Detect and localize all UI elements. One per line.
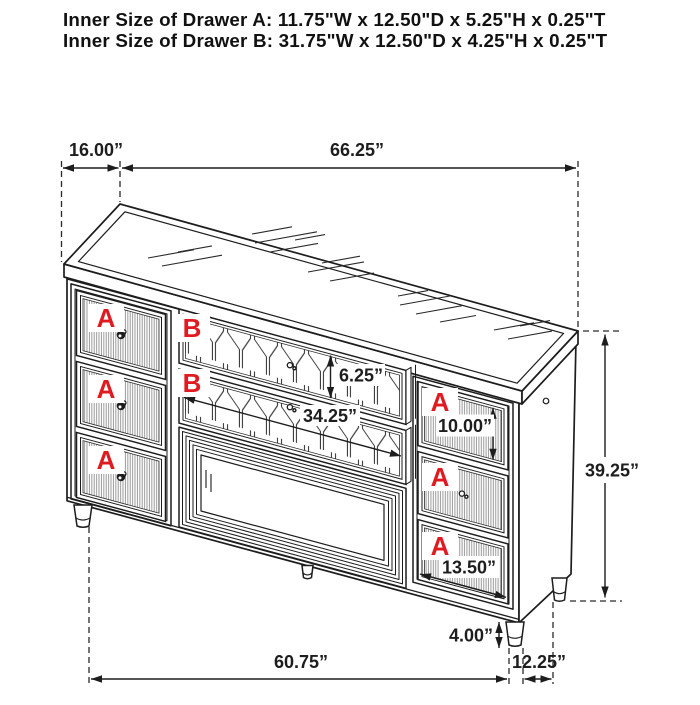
top-face <box>63 203 579 392</box>
center-leg <box>301 564 314 580</box>
dim-b-width-box <box>300 405 360 426</box>
dim-total-height: 39.25” <box>585 461 639 481</box>
label-b-1: B <box>183 313 202 343</box>
label-a-left-3-box <box>88 446 124 474</box>
label-a-left-3: A <box>97 445 116 475</box>
drawer-knob-pair <box>286 403 297 413</box>
label-a-left-2: A <box>97 374 116 404</box>
header-drawer-a-size: Inner Size of Drawer A: 11.75"W x 12.50"… <box>63 9 606 30</box>
label-a-right-1-box <box>422 388 458 416</box>
dimension-annotations: 16.00” 66.25” 39.25” 6.25” 34.25” 10.00”… <box>60 140 644 684</box>
label-b-2: B <box>183 368 202 398</box>
dim-r3-width-box <box>439 556 499 578</box>
dim-b-height: 6.25” <box>339 366 383 386</box>
drawer-knob-pair <box>458 490 469 499</box>
drawer-letter-labels: A A A B B A A A <box>88 303 458 561</box>
dim-top-width: 66.25” <box>330 140 384 160</box>
dim-base-width: 60.75” <box>274 652 328 672</box>
top-face-inner-border <box>77 211 565 384</box>
right-column-frame <box>412 375 514 610</box>
center-panel <box>200 454 385 562</box>
label-b-1-box <box>174 314 210 342</box>
dim-leg-depth: 12.25” <box>512 652 566 672</box>
center-frame <box>178 426 407 590</box>
front-left-leg <box>73 504 93 528</box>
label-b-2-box <box>174 369 210 397</box>
label-a-right-2-box <box>422 463 458 491</box>
label-a-right-1: A <box>431 387 450 417</box>
label-a-right-3: A <box>431 531 450 561</box>
dim-total-height-box <box>580 457 644 483</box>
drawer-b-1-end <box>405 366 412 425</box>
label-a-left-2-box <box>88 375 124 403</box>
dim-leg-height: 4.00” <box>449 626 493 646</box>
label-a-right-2: A <box>431 462 450 492</box>
front-right-leg <box>505 621 525 647</box>
label-a-left-1-box <box>88 304 124 332</box>
dim-top-depth: 16.00” <box>69 140 123 160</box>
back-right-leg <box>551 577 568 602</box>
header-drawer-b-size: Inner Size of Drawer B: 31.75"W x 12.50"… <box>63 30 608 51</box>
left-column-frame-inner <box>74 288 168 522</box>
dim-r1-height-box <box>436 414 494 437</box>
drawer-knob-pair <box>286 361 297 371</box>
label-a-right-3-box <box>422 532 458 560</box>
side-panel-hole <box>542 397 550 405</box>
label-a-left-1: A <box>97 303 116 333</box>
dim-r1-height: 10.00” <box>438 416 492 436</box>
wood-grain-marks <box>147 226 553 340</box>
dim-b-width: 34.25” <box>303 406 357 426</box>
dim-b-height-box <box>337 364 385 386</box>
dim-r3-width: 13.50” <box>442 558 496 578</box>
left-column-frame <box>70 283 172 527</box>
drawer-b-2-end <box>405 426 412 485</box>
